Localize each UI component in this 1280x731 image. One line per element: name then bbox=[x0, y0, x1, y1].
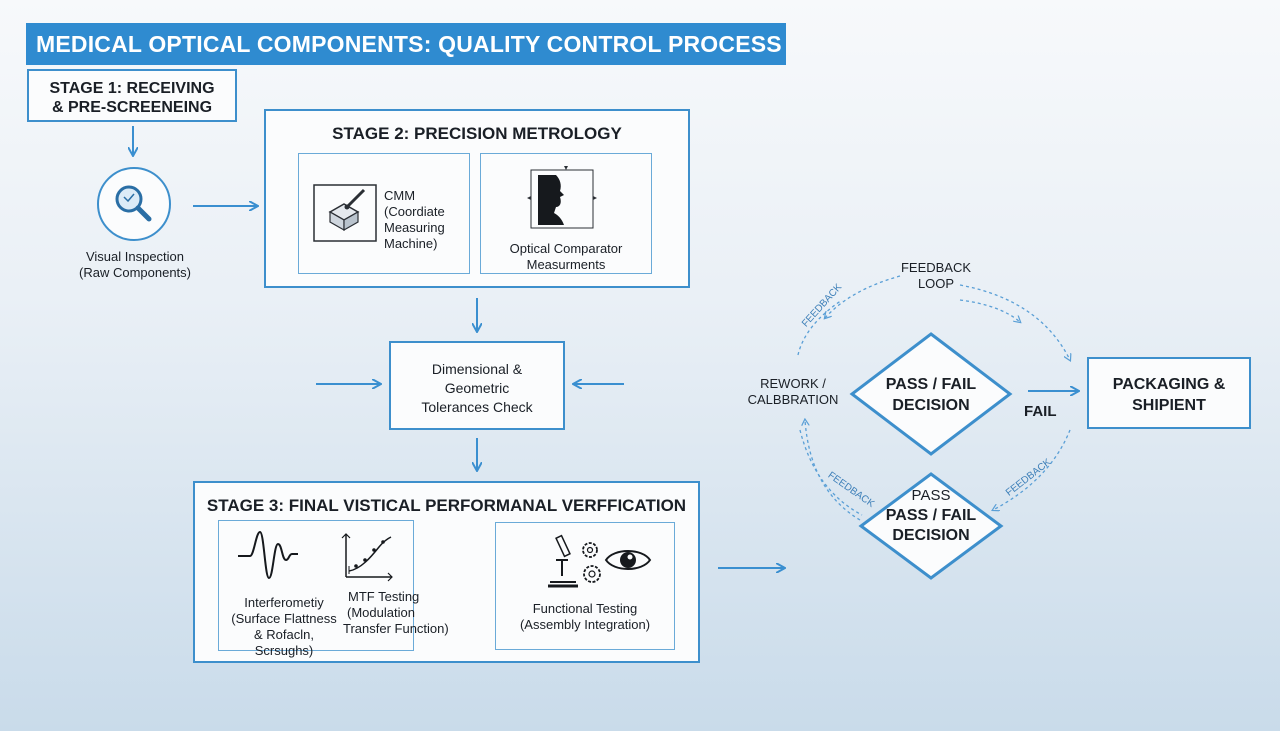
decision2-line3: DECISION bbox=[892, 527, 970, 544]
decision1-label: PASS / FAIL DECISION bbox=[866, 374, 996, 416]
functional-line2: (Assembly Integration) bbox=[519, 617, 651, 632]
stage1-box: STAGE 1: RECEIVING & PRE-SCREENEING bbox=[27, 69, 237, 122]
stage1-title-line2: & PRE-SCREENEING bbox=[51, 99, 213, 116]
mtf-label: MTF Testing (Modulation Transfer Functio… bbox=[343, 589, 463, 637]
cmm-line2: (Coordiate bbox=[384, 204, 445, 219]
feedback-line2: LOOP bbox=[917, 276, 955, 291]
interferometry-label: Interferometiy (Surface Flattness & Rofa… bbox=[224, 595, 344, 659]
mtf-line1: MTF Testing bbox=[348, 589, 420, 604]
mtf-line2: (Modulation bbox=[347, 605, 415, 620]
visual-inspection-circle bbox=[97, 167, 171, 241]
feedback-rotated-tl: FEEDBACK bbox=[800, 281, 845, 330]
rework-line2: CALBBRATION bbox=[747, 392, 839, 407]
functional-line1: Functional Testing bbox=[532, 601, 638, 616]
stage3-title: STAGE 3: FINAL VISTICAL PERFORMANAL VERF… bbox=[206, 496, 687, 515]
cmm-label: CMM (Coordiate Measuring Machine) bbox=[384, 188, 464, 252]
interferometry-line1: Interferometiy bbox=[244, 595, 324, 610]
decision2-line2: PASS / FAIL bbox=[885, 507, 977, 524]
feedback-rotated-br: FEEDBACK bbox=[1004, 456, 1054, 499]
cmm-line1: CMM bbox=[384, 188, 416, 203]
tolerances-line1: Dimensional & bbox=[431, 361, 523, 377]
cmm-line4: Machine) bbox=[384, 236, 438, 251]
decision2-label: PASS PASS / FAIL DECISION bbox=[866, 486, 996, 546]
mtf-line3: Transfer Function) bbox=[343, 621, 449, 636]
packaging-line2: SHIPIENT bbox=[1132, 397, 1206, 414]
feedback-line1: FEEDBACK bbox=[900, 260, 972, 275]
visual-inspection-line2: (Raw Components) bbox=[79, 265, 191, 280]
decision1-line1: PASS / FAIL bbox=[885, 376, 977, 393]
magnifier-icon bbox=[115, 185, 151, 221]
stage2-title: STAGE 2: PRECISION METROLOGY bbox=[332, 124, 622, 143]
comparator-line1: Optical Comparator bbox=[509, 241, 623, 256]
decision1-line2: DECISION bbox=[892, 397, 970, 414]
loop-arc-top-right bbox=[959, 284, 1070, 360]
functional-testing-label: Functional Testing (Assembly Integration… bbox=[498, 601, 672, 633]
tolerances-line2: Geometric bbox=[444, 380, 510, 396]
rework-line1: REWORK / bbox=[760, 376, 826, 391]
loop-arc-top-inner bbox=[959, 299, 1020, 322]
interferometry-line3: & Rofacln, Scrsughs) bbox=[254, 627, 314, 658]
packaging-line1: PACKAGING & bbox=[1112, 376, 1226, 393]
visual-inspection-label: Visual Inspection (Raw Components) bbox=[60, 249, 210, 281]
decision2-line1: PASS bbox=[911, 487, 951, 504]
rework-label: REWORK / CALBBRATION bbox=[738, 376, 848, 408]
tolerances-line3: Tolerances Check bbox=[421, 399, 533, 415]
comparator-label: Optical Comparator Measurments bbox=[482, 241, 650, 273]
interferometry-line2: (Surface Flattness bbox=[231, 611, 337, 626]
fail-label: FAIL bbox=[1024, 403, 1057, 420]
packaging-box: PACKAGING & SHIPIENT bbox=[1087, 357, 1251, 429]
visual-inspection-line1: Visual Inspection bbox=[85, 249, 185, 264]
stage1-title-line1: STAGE 1: RECEIVING bbox=[49, 80, 215, 97]
page-title: MEDICAL OPTICAL COMPONENTS: QUALITY CONT… bbox=[26, 23, 786, 65]
tolerances-box: Dimensional & Geometric Tolerances Check bbox=[389, 341, 565, 430]
comparator-line2: Measurments bbox=[526, 257, 606, 272]
cmm-line3: Measuring bbox=[384, 220, 445, 235]
feedback-loop-label: FEEDBACK LOOP bbox=[886, 260, 986, 292]
